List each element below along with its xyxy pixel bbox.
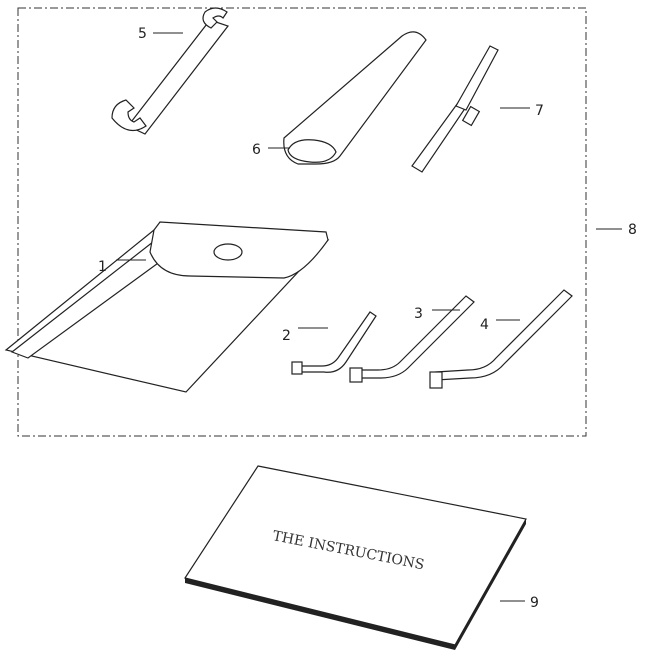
- callout-7: 7: [535, 103, 544, 119]
- socket-wrench-small: [291, 311, 377, 375]
- callout-1: 1: [98, 259, 107, 275]
- open-end-wrench: [111, 7, 229, 135]
- tool-pouch: [4, 221, 330, 393]
- callout-5: 5: [138, 26, 147, 42]
- callout-4: 4: [480, 317, 489, 333]
- screwdriver: [411, 45, 499, 173]
- socket-wrench-medium: [349, 295, 475, 383]
- callout-6: 6: [252, 142, 261, 158]
- callout-3: 3: [414, 306, 423, 322]
- kit-boundary: [17, 7, 587, 437]
- callout-9: 9: [530, 595, 539, 611]
- callout-2: 2: [282, 328, 291, 344]
- callout-8: 8: [628, 222, 637, 238]
- handle-sleeve: [283, 31, 427, 165]
- instruction-booklet: THE INSTRUCTIONS: [184, 465, 527, 650]
- socket-wrench-large: [429, 289, 573, 389]
